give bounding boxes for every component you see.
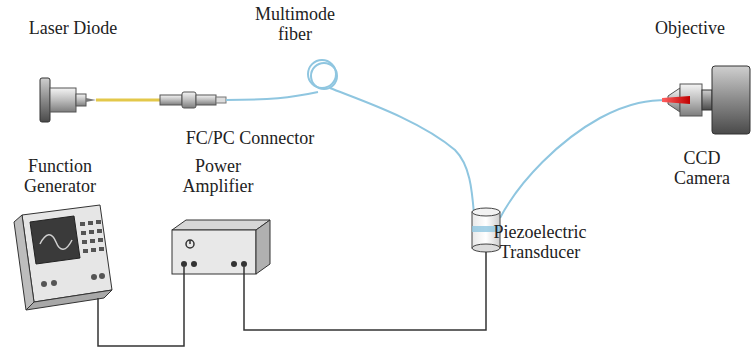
connector-label: FC/PC Connector: [165, 128, 335, 148]
camera-label: CCD Camera: [654, 148, 750, 188]
fc-pc-connector: [160, 92, 226, 108]
laser-label: Laser Diode: [3, 18, 143, 38]
generator-label: Function Generator: [10, 156, 110, 196]
transducer-label: Piezoelectric Transducer: [480, 222, 600, 262]
objective-lens: [662, 84, 702, 116]
objective-label: Objective: [635, 18, 745, 38]
amplifier-label: Power Amplifier: [173, 156, 263, 196]
fiber-label: Multimode fiber: [247, 4, 343, 44]
laser-diode: [40, 78, 96, 122]
pigtail-fiber: [96, 99, 160, 102]
power-amplifier: [172, 220, 270, 274]
function-generator: [14, 205, 112, 310]
ccd-camera: [702, 66, 750, 134]
signal-wire: [98, 252, 486, 346]
